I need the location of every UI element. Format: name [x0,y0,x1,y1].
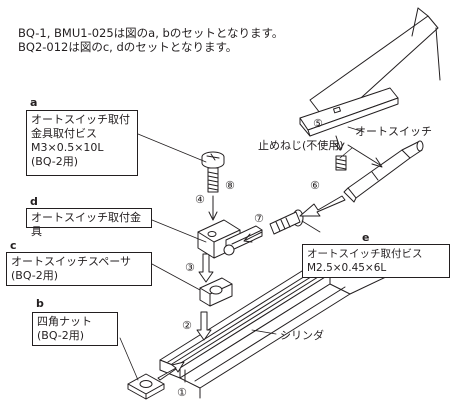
switch-screw [269,209,304,235]
part-d-callout: オートスイッチ取付金具 [26,208,152,238]
part-b-letter: b [36,297,44,310]
part-a-line-4: (BQ-2用) [31,155,79,168]
part-d-letter: d [30,195,38,208]
set-screw-label: 止めねじ(不使用) [258,139,344,152]
part-c-line-2: (BQ-2用) [11,269,59,282]
note-line-1: BQ-1, BMU1-025は図のa, bのセットとなります。 [18,26,284,40]
arrow-step-4 [208,195,218,221]
step-8: ⑧ [225,179,235,192]
step-1: ① [177,386,187,399]
mounting-bracket [197,219,263,259]
arrow-step-5 [334,135,345,151]
bracket-screw [201,151,225,193]
set-screw [335,155,347,171]
arrow-step-2 [196,311,212,341]
part-b-line-2: (BQ-2用) [37,329,85,342]
arrow-to-switch [347,144,383,168]
part-b-line-1: 四角ナット [37,315,92,328]
part-b-callout: 四角ナット (BQ-2用) [32,312,118,346]
switch-body [343,140,424,203]
arrow-step-6 [299,195,346,217]
part-e-callout: オートスイッチ取付ビス M2.5×0.45×6L [302,244,450,278]
note-line-2: BQ2-012は図のc, dのセットとなります。 [18,40,238,54]
step-4: ④ [195,193,205,206]
part-e-letter: e [362,231,370,244]
cylinder-rail [159,254,391,399]
step-6: ⑥ [310,179,320,192]
part-e-line-1: オートスイッチ取付ビス [307,248,423,260]
arrow-step-3 [198,253,214,283]
part-e-line-2: M2.5×0.45×6L [307,262,387,274]
part-d-line-1: オートスイッチ取付金具 [31,211,141,238]
part-a-line-2: 金具取付ビス [31,127,97,140]
leader-lines [119,126,365,381]
step-2: ② [182,319,192,332]
part-c-letter: c [10,239,17,252]
square-nut [127,373,165,400]
step-7: ⑦ [254,212,264,225]
part-a-callout: オートスイッチ取付 金具取付ビス M3×0.5×10L (BQ-2用) [26,110,138,176]
part-c-line-1: オートスイッチスペーサ [11,255,132,268]
step-5: ⑤ [313,117,323,130]
part-a-line-1: オートスイッチ取付 [31,113,130,126]
auto-switch-label: オートスイッチ [355,125,432,138]
part-a-line-3: M3×0.5×10L [31,141,104,154]
auto-switch [299,7,441,137]
cylinder-label: シリンダ [280,329,324,342]
arrow-step-7 [243,231,263,243]
step-3: ③ [185,261,195,274]
part-c-callout: オートスイッチスペーサ (BQ-2用) [6,252,152,286]
arrow-step-1 [157,361,185,381]
switch-spacer [199,277,233,307]
part-a-letter: a [30,96,38,109]
